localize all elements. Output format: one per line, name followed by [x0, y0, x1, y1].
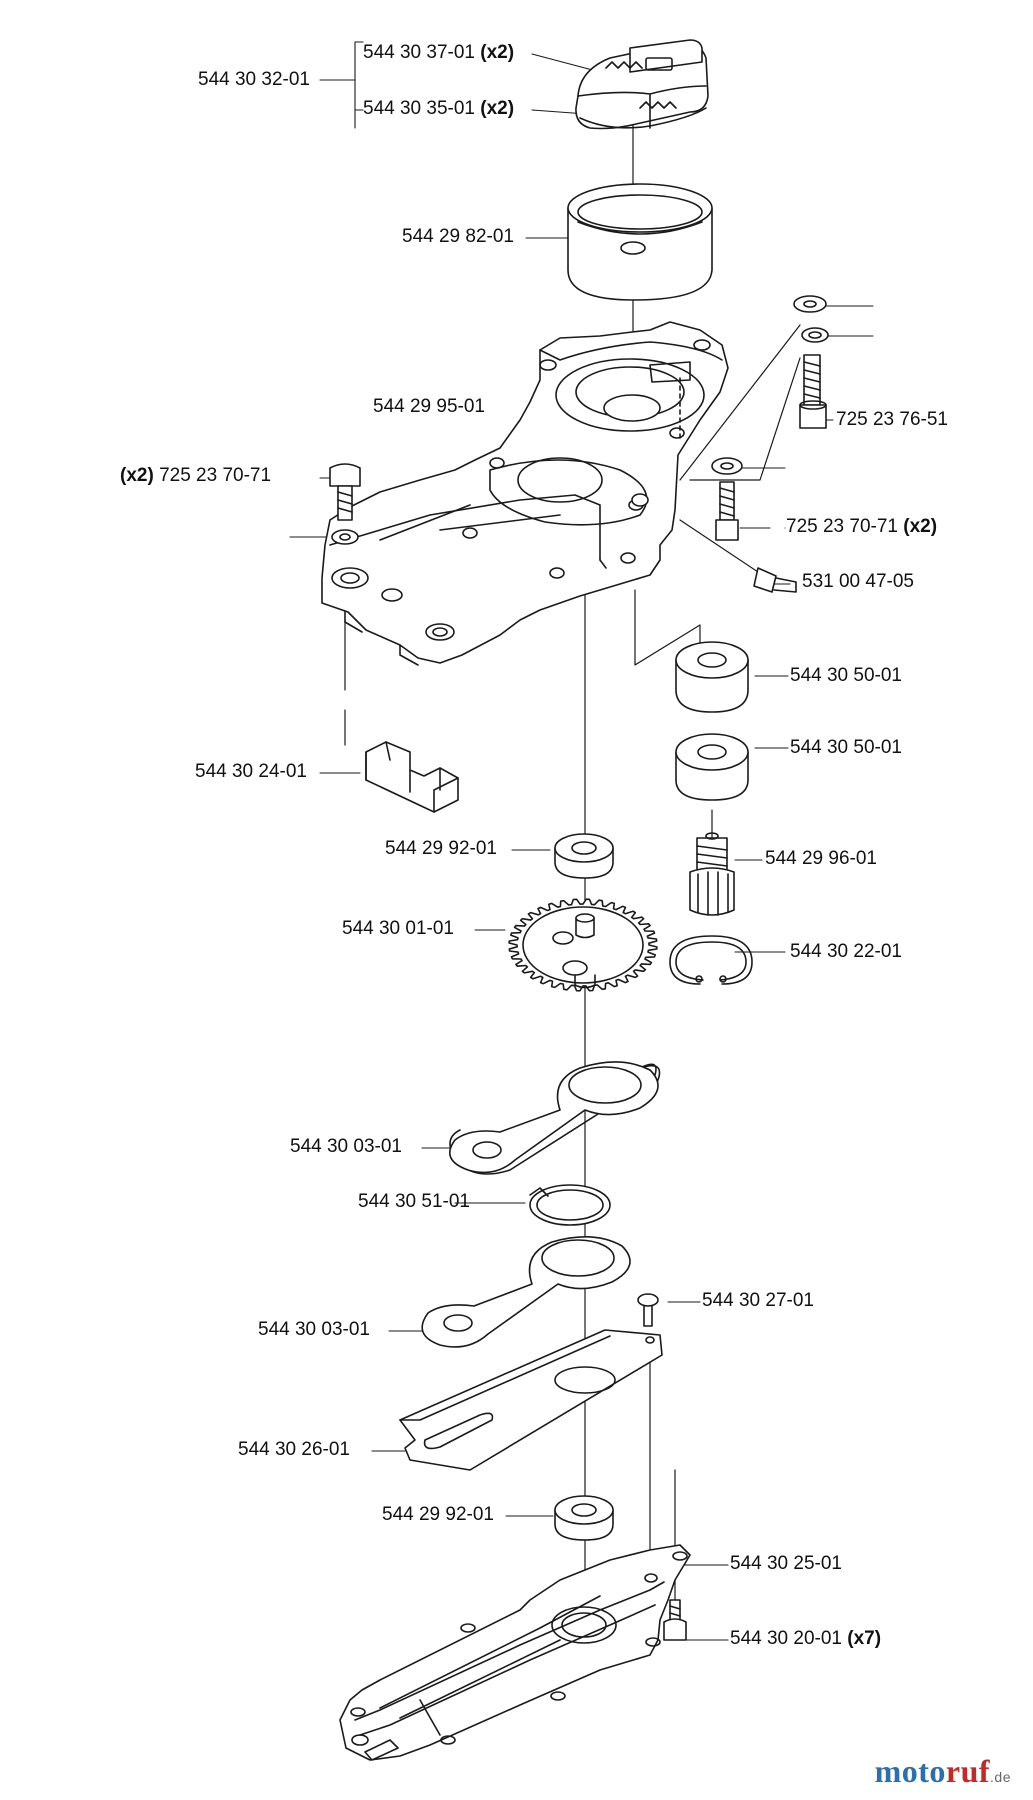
- part-label: 725 23 76-51: [836, 410, 948, 429]
- part-number: 544 30 25-01: [730, 1553, 842, 1574]
- watermark-logo: motoruf.de: [875, 1755, 1011, 1787]
- bottom-cover: [339, 1544, 691, 1761]
- part-number: 544 29 82-01: [402, 226, 514, 247]
- part-number: 544 29 96-01: [765, 848, 877, 869]
- part-number: 725 23 70-71: [786, 516, 898, 537]
- part-label: 544 29 92-01: [385, 839, 497, 858]
- part-qty: (x2): [480, 42, 515, 63]
- part-label: 544 29 92-01: [382, 1505, 494, 1524]
- pinion-gear: [689, 832, 735, 916]
- part-qty: (x7): [847, 1628, 882, 1649]
- part-number: 544 30 22-01: [790, 941, 902, 962]
- part-label: 544 29 82-01: [402, 227, 514, 246]
- part-label: 544 30 50-01: [790, 666, 902, 685]
- part-label: (x2) 725 23 70-71: [120, 466, 271, 485]
- part-label: 544 30 27-01: [702, 1291, 814, 1310]
- part-number: 725 23 76-51: [836, 409, 948, 430]
- circlip: [669, 935, 753, 985]
- bearings: [554, 641, 749, 1541]
- part-number: 544 30 35-01: [363, 98, 475, 119]
- part-number: 544 30 50-01: [790, 665, 902, 686]
- logo-text-accent: ruf: [945, 1753, 991, 1789]
- part-label: 544 30 20-01 (x7): [730, 1629, 881, 1648]
- part-number: 544 30 37-01: [363, 42, 475, 63]
- part-number: 544 29 92-01: [382, 1504, 494, 1525]
- part-number: 544 30 03-01: [290, 1136, 402, 1157]
- part-label: 544 30 26-01: [238, 1440, 350, 1459]
- part-qty: (x2): [120, 465, 154, 486]
- connecting-rod-lower: [421, 1236, 631, 1348]
- part-label: 725 23 70-71 (x2): [786, 517, 937, 536]
- clutch-shoes: [575, 39, 709, 130]
- part-number: 544 30 24-01: [195, 761, 307, 782]
- part-label: 544 30 03-01: [258, 1320, 370, 1339]
- part-label: 544 30 22-01: [790, 942, 902, 961]
- part-label: 544 30 50-01: [790, 738, 902, 757]
- part-label: 544 30 24-01: [195, 762, 307, 781]
- part-label: 544 30 01-01: [342, 919, 454, 938]
- part-label: 544 29 96-01: [765, 849, 877, 868]
- part-qty: (x2): [480, 98, 515, 119]
- washers-screws-right: [711, 295, 829, 593]
- logo-text-suffix: .de: [990, 1769, 1011, 1785]
- part-label: 544 30 35-01 (x2): [363, 99, 514, 118]
- connecting-rod-upper: [449, 1061, 661, 1175]
- logo-text-main: moto: [874, 1753, 946, 1789]
- part-label: 544 30 32-01: [198, 70, 310, 89]
- part-number: 544 30 03-01: [258, 1319, 370, 1340]
- clutch-drum: [567, 183, 713, 301]
- part-qty: (x2): [903, 516, 938, 537]
- part-number: 531 00 47-05: [802, 571, 914, 592]
- part-number: 544 30 51-01: [358, 1191, 470, 1212]
- part-number: 544 30 32-01: [198, 69, 310, 90]
- part-number: 544 29 95-01: [373, 396, 485, 417]
- snap-ring: [529, 1184, 611, 1226]
- guide-plate: [399, 1329, 663, 1471]
- cover-screw: [663, 1599, 687, 1641]
- part-number: 544 30 20-01: [730, 1628, 842, 1649]
- part-number: 544 30 01-01: [342, 918, 454, 939]
- gear-housing: [321, 321, 729, 666]
- part-label: 544 30 03-01: [290, 1137, 402, 1156]
- gear-wheel: [508, 898, 658, 992]
- part-label: 544 30 25-01: [730, 1554, 842, 1573]
- part-label: 544 30 37-01 (x2): [363, 43, 514, 62]
- part-label: 544 30 51-01: [358, 1192, 470, 1211]
- part-number: 544 30 27-01: [702, 1290, 814, 1311]
- part-number: 725 23 70-71: [159, 465, 272, 486]
- part-number: 544 30 26-01: [238, 1439, 350, 1460]
- bracket: [365, 741, 459, 813]
- small-screw: [637, 1293, 659, 1327]
- screw-washer-left: [329, 463, 361, 545]
- part-label: 544 29 95-01: [373, 397, 485, 416]
- part-number: 544 30 50-01: [790, 737, 902, 758]
- part-label: 531 00 47-05: [802, 572, 914, 591]
- part-number: 544 29 92-01: [385, 838, 497, 859]
